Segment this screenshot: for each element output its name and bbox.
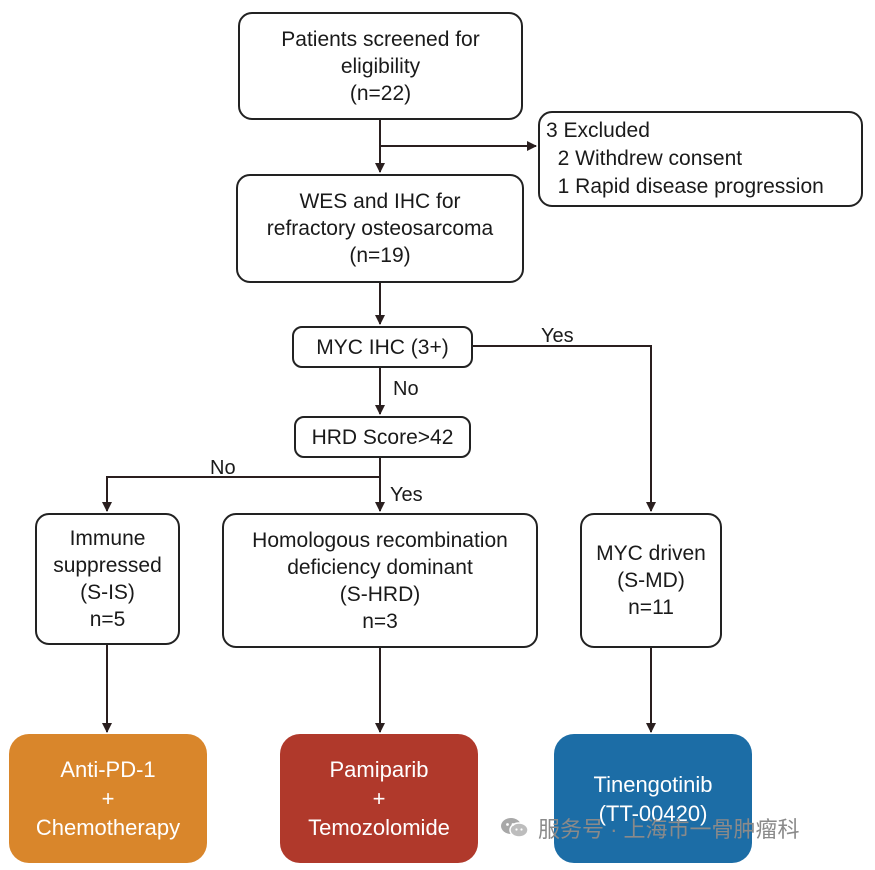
wes-ihc-box-line-3: (n=19) — [349, 244, 411, 267]
myc-yes-label: Yes — [541, 325, 574, 347]
excluded-box-line-1: 3 Excluded — [546, 119, 650, 142]
s-hrd-box-line-1: Homologous recombination — [252, 528, 508, 552]
excluded-box-line-2: 2 Withdrew consent — [546, 147, 743, 170]
s-is-box-line-2: suppressed — [53, 554, 162, 577]
screened-box-line-1: Patients screened for — [281, 27, 480, 51]
anti-pd1-treatment-box-line-3: Chemotherapy — [35, 815, 181, 840]
pamiparib-treatment-box-line-3: Temozolomide — [308, 815, 450, 840]
arrow-myc-yes-to-smd — [473, 345, 656, 512]
anti-pd1-treatment-box-line-1: Anti-PD-1 — [60, 757, 156, 782]
anti-pd1-treatment-box: Anti-PD-1 + Chemotherapy — [9, 734, 207, 863]
screened-box-line-2: eligibility — [340, 54, 421, 78]
s-md-box: MYC driven (S-MD) n=11 — [580, 513, 722, 648]
s-md-box-line-2: (S-MD) — [617, 569, 685, 592]
hrd-no-label: No — [210, 457, 236, 479]
tinengotinib-treatment-box-line-2: (TT-00420) — [598, 800, 708, 826]
anti-pd1-treatment-box-line-2: + — [101, 786, 115, 811]
hrd-yes-label: Yes — [390, 484, 423, 506]
excluded-box-line-3: 1 Rapid disease progression — [546, 175, 824, 198]
s-is-box: Immune suppressed (S-IS) n=5 — [35, 513, 180, 645]
hrd-score-box-line-1: HRD Score>42 — [311, 425, 454, 449]
watermark-text: 服务号 · 上海市一骨肿瘤科 — [538, 817, 800, 842]
myc-ihc-box-line-1: MYC IHC (3+) — [316, 335, 449, 359]
screened-box-line-3: (n=22) — [349, 81, 412, 105]
tinengotinib-treatment-box: Tinengotinib (TT-00420) — [554, 734, 752, 863]
myc-ihc-box: MYC IHC (3+) — [292, 326, 473, 368]
arrow-hrd-no-to-sis — [102, 476, 380, 512]
pamiparib-treatment-box-line-2: + — [372, 786, 386, 811]
myc-no-label: No — [393, 378, 419, 400]
wes-ihc-box-line-2: refractory osteosarcoma — [266, 217, 494, 240]
pamiparib-treatment-box-line-1: Pamiparib — [329, 757, 429, 782]
s-hrd-box-line-3: (S-HRD) — [339, 582, 421, 606]
hrd-score-box: HRD Score>42 — [294, 416, 471, 458]
s-hrd-box: Homologous recombination deficiency domin… — [222, 513, 538, 648]
s-is-box-line-4: n=5 — [89, 608, 126, 631]
excluded-box: 3 Excluded 2 Withdrew consent 1 Rapid di… — [538, 111, 863, 207]
wes-ihc-box: WES and IHC for refractory osteosarcoma (n… — [236, 174, 524, 283]
pamiparib-treatment-box: Pamiparib + Temozolomide — [280, 734, 478, 863]
screened-box: Patients screened for eligibility (n=22) — [238, 12, 523, 120]
s-is-box-line-3: (S-IS) — [80, 581, 135, 604]
s-hrd-box-line-4: n=3 — [362, 609, 398, 633]
wes-ihc-box-line-1: WES and IHC for — [299, 190, 461, 213]
s-md-box-line-1: MYC driven — [596, 542, 706, 565]
watermark: 服务号 · 上海市一骨肿瘤科 — [500, 812, 800, 844]
wechat-icon — [501, 818, 529, 838]
s-hrd-box-line-2: deficiency dominant — [287, 555, 473, 579]
s-is-box-line-1: Immune — [69, 527, 146, 550]
tinengotinib-treatment-box-line-1: Tinengotinib — [593, 771, 713, 797]
s-md-box-line-3: n=11 — [628, 596, 674, 619]
